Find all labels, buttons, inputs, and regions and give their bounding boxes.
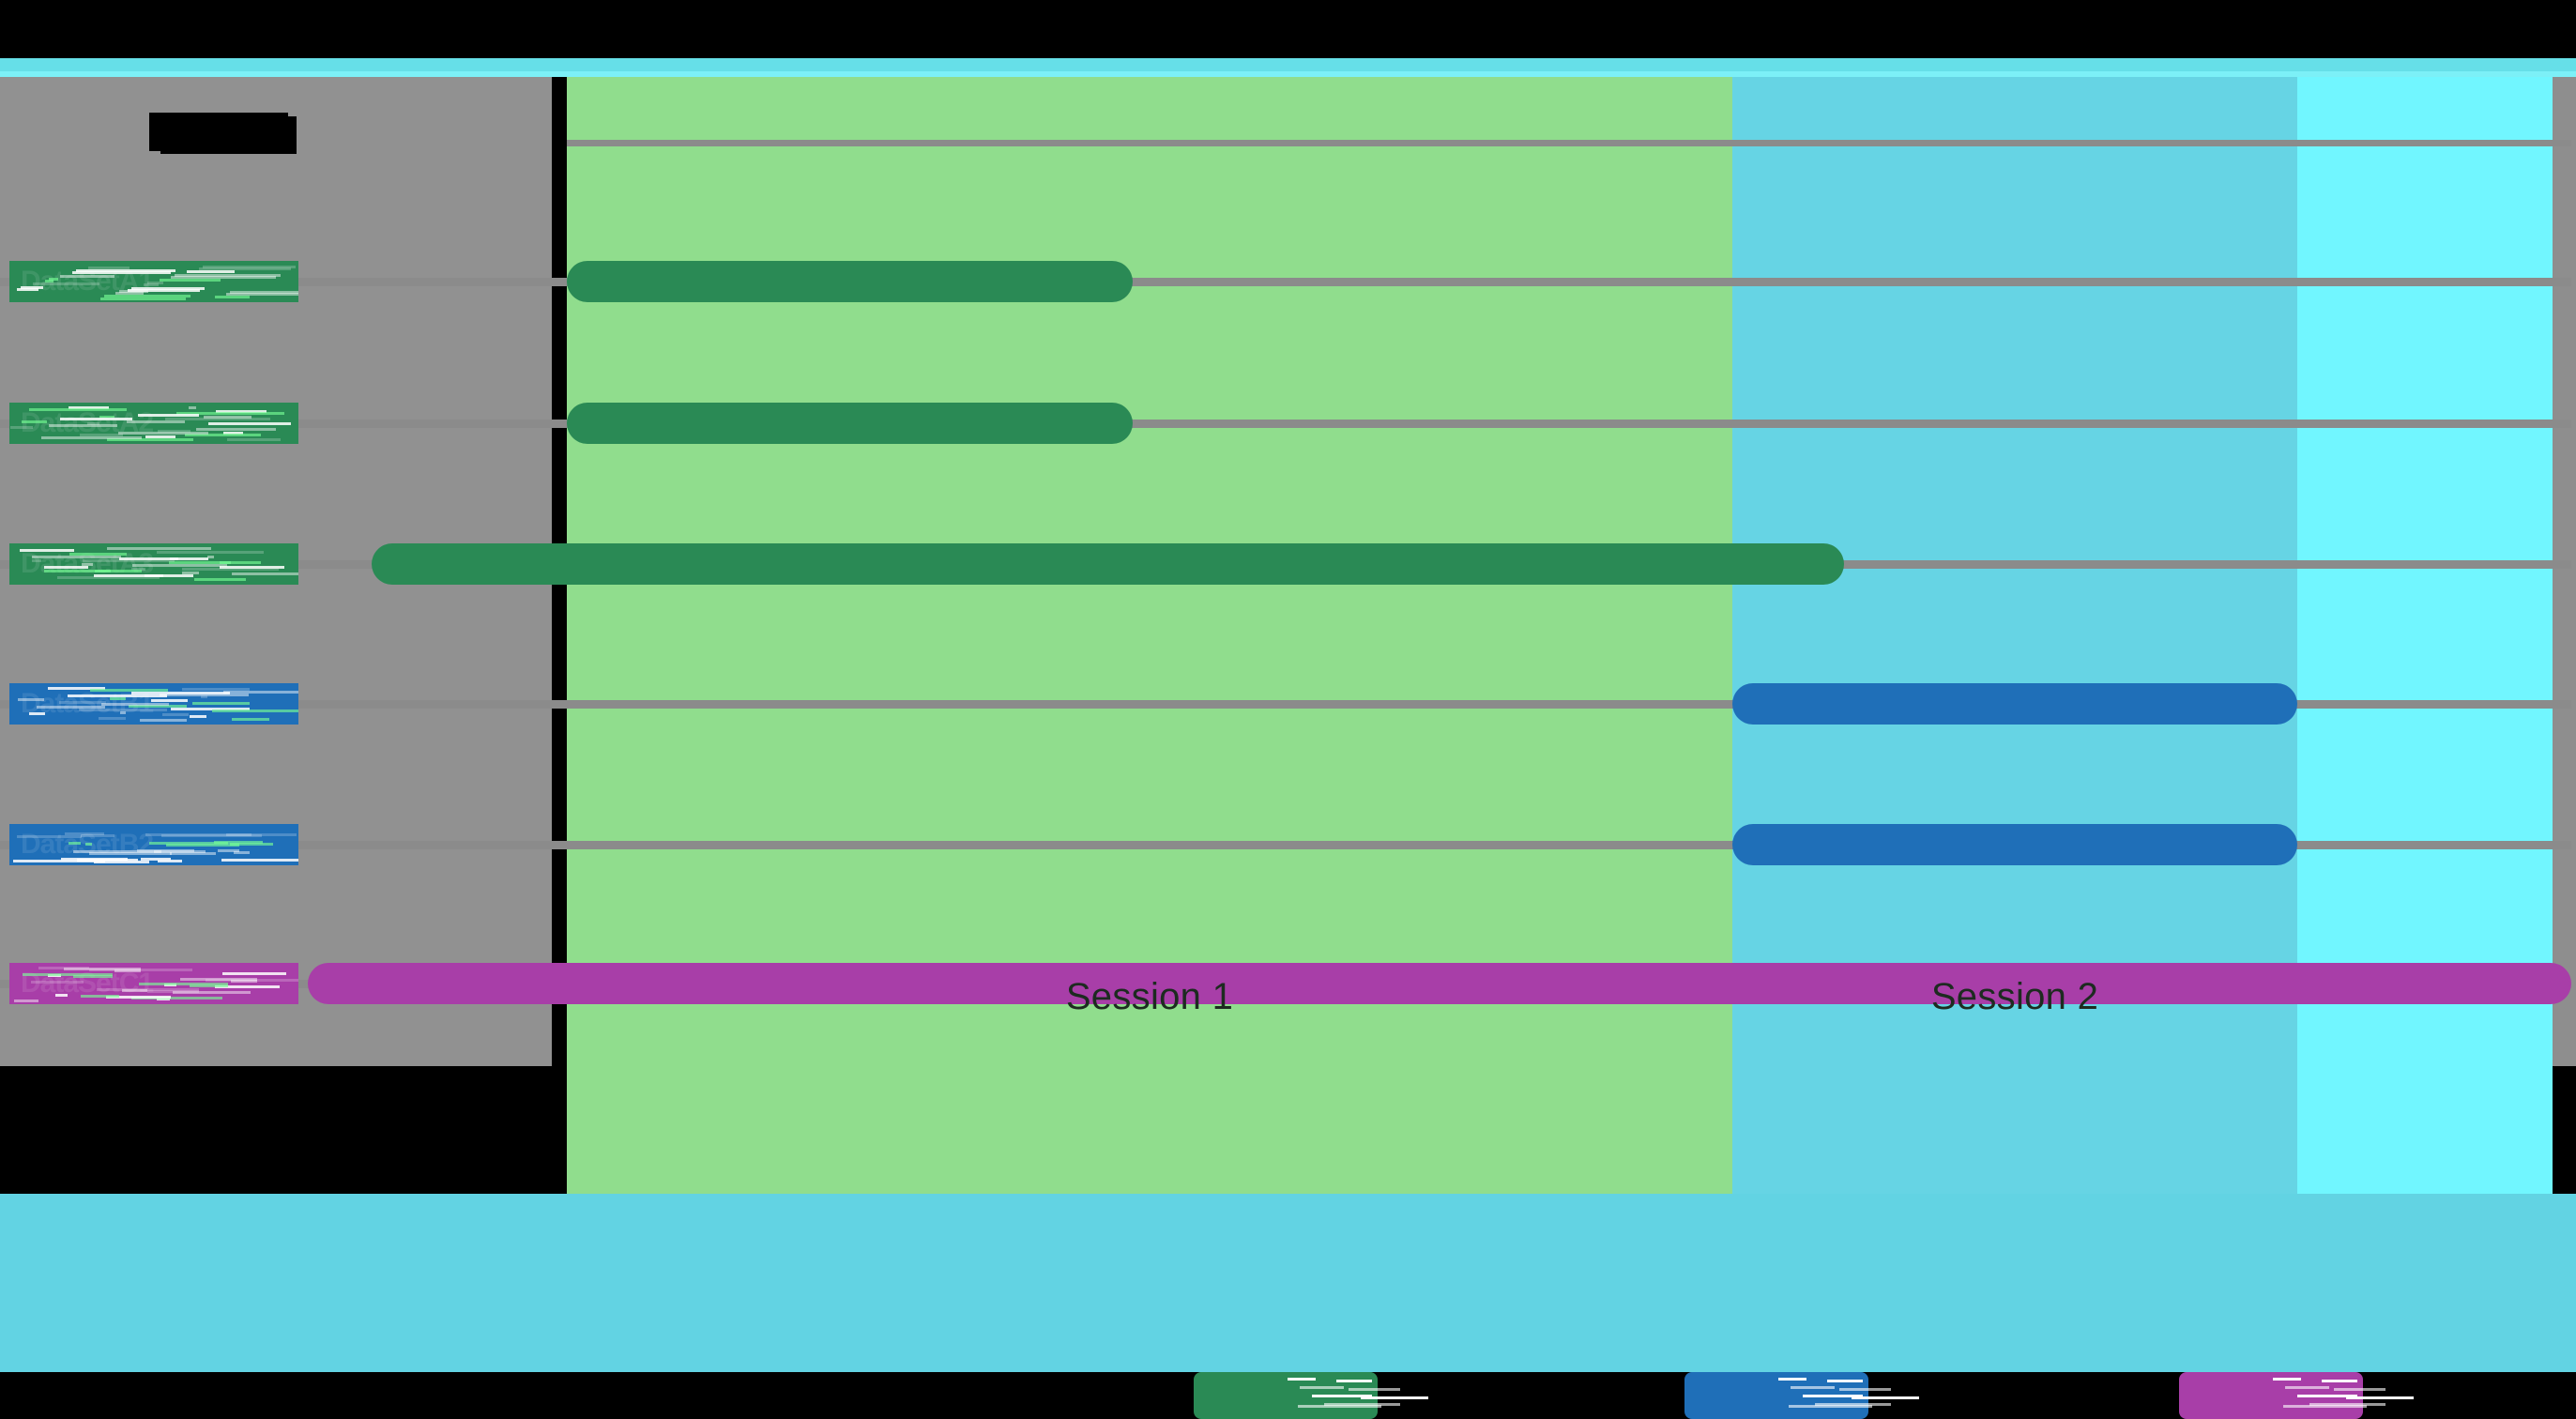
label-obscuring-overlay: [9, 963, 298, 1004]
label-obscuring-overlay: [9, 683, 298, 725]
y-axis-label-dataseta1: DataSetA1: [9, 261, 298, 302]
gridline: [567, 139, 2571, 146]
gridline: [0, 419, 2571, 428]
gantt-bar-datasetb2[interactable]: [1732, 824, 2297, 865]
gridline: [0, 699, 2571, 709]
gantt-bar-dataseta2[interactable]: [567, 403, 1133, 444]
gantt-bar-dataseta1[interactable]: [567, 261, 1133, 302]
session-band-label-2: Session 2: [1930, 976, 2099, 1017]
y-axis-label-dataseta3: DataSetA3: [9, 543, 298, 585]
legend-label-obscured: [1194, 1372, 1428, 1419]
label-obscuring-overlay: [9, 261, 298, 302]
legend-swatch-a[interactable]: [1194, 1372, 1428, 1419]
session-band-2: [1732, 77, 2297, 1194]
top-black-bar: [0, 0, 2576, 58]
top-cyan-rule: [0, 58, 2576, 71]
legend-swatch-b[interactable]: [1684, 1372, 1919, 1419]
y-axis-label-datasetb2: DataSetB2: [9, 824, 298, 865]
session-band-1: [567, 77, 1732, 1194]
label-obscuring-overlay: [9, 543, 298, 585]
y-axis-label-datasetc1: DataSetC1: [9, 963, 298, 1004]
chart-title-redacted-2: [160, 116, 297, 154]
y-axis-label-dataseta2: DataSetA2: [9, 403, 298, 444]
gridline: [0, 840, 2571, 849]
footer-panel: [0, 1194, 2576, 1372]
session-band-3: [2297, 77, 2553, 1194]
legend-label-obscured: [2179, 1372, 2414, 1419]
gantt-bar-dataseta3[interactable]: [372, 543, 1844, 585]
session-band-label-1: Session 1: [1065, 976, 1234, 1017]
y-axis-label-datasetb1: DataSetB1: [9, 683, 298, 725]
top-cyan-rule-secondary: [0, 71, 2576, 77]
gantt-bar-datasetb1[interactable]: [1732, 683, 2297, 725]
gantt-bar-datasetc1[interactable]: [308, 963, 2571, 1004]
label-obscuring-overlay: [9, 824, 298, 865]
legend-swatch-c[interactable]: [2179, 1372, 2414, 1419]
legend-label-obscured: [1684, 1372, 1919, 1419]
gridline: [0, 277, 2571, 286]
label-obscuring-overlay: [9, 403, 298, 444]
